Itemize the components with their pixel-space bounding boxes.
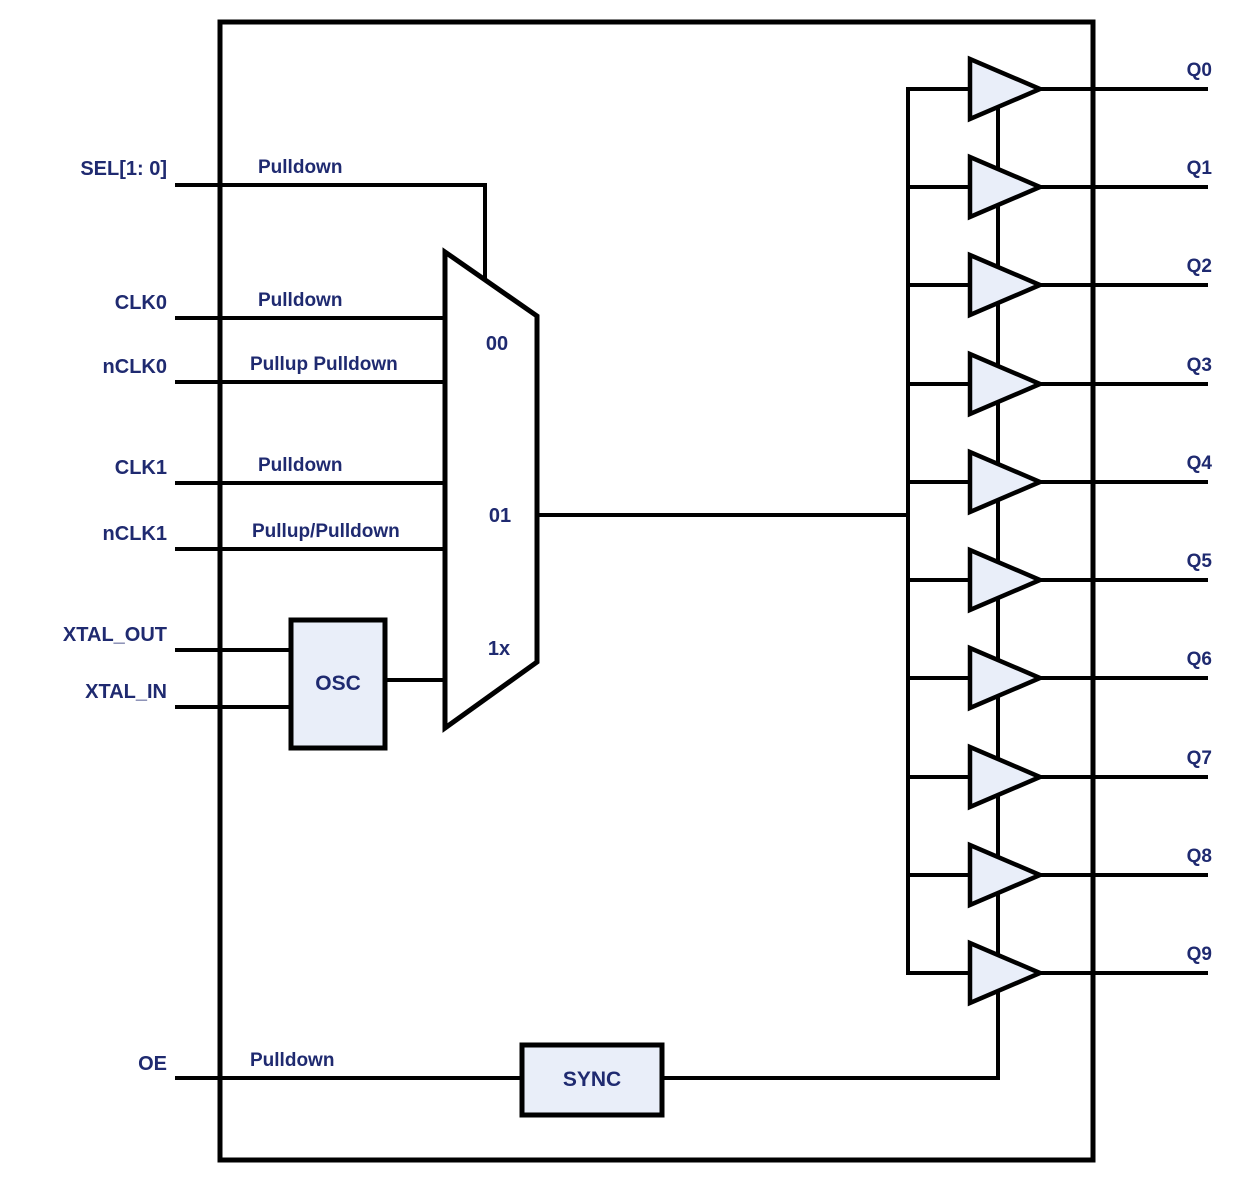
output-label-q0: Q0 bbox=[1186, 60, 1212, 81]
output-buffer-q8 bbox=[967, 841, 1046, 909]
pin-label-xtal-out: XTAL_OUT bbox=[62, 624, 167, 646]
output-buffer-q1 bbox=[967, 153, 1046, 221]
output-buffer-q5 bbox=[967, 546, 1046, 614]
output-label-q7: Q7 bbox=[1186, 748, 1212, 769]
mux-input-label-1x: 1x bbox=[487, 638, 511, 660]
annotation-oe-pulldown: Pulldown bbox=[250, 1050, 335, 1071]
output-buffer-q7 bbox=[967, 743, 1046, 811]
annotation-nclk1-pullup-pulldown: Pullup/Pulldown bbox=[252, 521, 400, 542]
pin-label-xtal-in: XTAL_IN bbox=[85, 681, 167, 703]
pin-label-nclk0: nCLK0 bbox=[102, 356, 167, 378]
pin-label-clk0: CLK0 bbox=[114, 292, 167, 314]
output-label-q3: Q3 bbox=[1186, 355, 1212, 376]
pin-label-oe: OE bbox=[138, 1053, 167, 1075]
output-label-q4: Q4 bbox=[1186, 453, 1212, 474]
output-label-q1: Q1 bbox=[1186, 158, 1212, 179]
annotation-clk1-pulldown: Pulldown bbox=[258, 455, 343, 476]
mux-input-label-01: 01 bbox=[488, 505, 512, 527]
output-buffer-q2 bbox=[967, 251, 1046, 319]
output-label-q6: Q6 bbox=[1186, 649, 1212, 670]
osc-block-label: OSC bbox=[315, 672, 361, 695]
annotation-clk0-pulldown: Pulldown bbox=[258, 290, 343, 311]
sync-block-label: SYNC bbox=[562, 1068, 622, 1091]
pin-label-clk1: CLK1 bbox=[114, 457, 167, 479]
pin-label-sel: SEL[1: 0] bbox=[80, 158, 167, 180]
clock-mux bbox=[442, 247, 540, 733]
output-buffer-q9 bbox=[967, 939, 1046, 1007]
pin-label-nclk1: nCLK1 bbox=[102, 523, 167, 545]
output-buffer-q6 bbox=[967, 644, 1046, 712]
output-buffer-q0 bbox=[967, 55, 1046, 123]
output-buffer-q4 bbox=[967, 448, 1046, 516]
osc-block bbox=[288, 617, 388, 751]
output-buffer-q3 bbox=[967, 350, 1046, 418]
output-label-q2: Q2 bbox=[1186, 256, 1212, 277]
sync-block bbox=[519, 1042, 665, 1118]
output-label-q9: Q9 bbox=[1186, 944, 1212, 965]
annotation-nclk0-pullup-pulldown: Pullup Pulldown bbox=[250, 354, 398, 375]
output-buffers bbox=[967, 55, 1046, 1007]
wires bbox=[175, 87, 1208, 1080]
output-label-q8: Q8 bbox=[1186, 846, 1212, 867]
chip-outline bbox=[217, 19, 1096, 1163]
output-label-q5: Q5 bbox=[1186, 551, 1212, 572]
mux-input-label-00: 00 bbox=[485, 333, 509, 355]
annotation-sel-pulldown: Pulldown bbox=[258, 157, 343, 178]
